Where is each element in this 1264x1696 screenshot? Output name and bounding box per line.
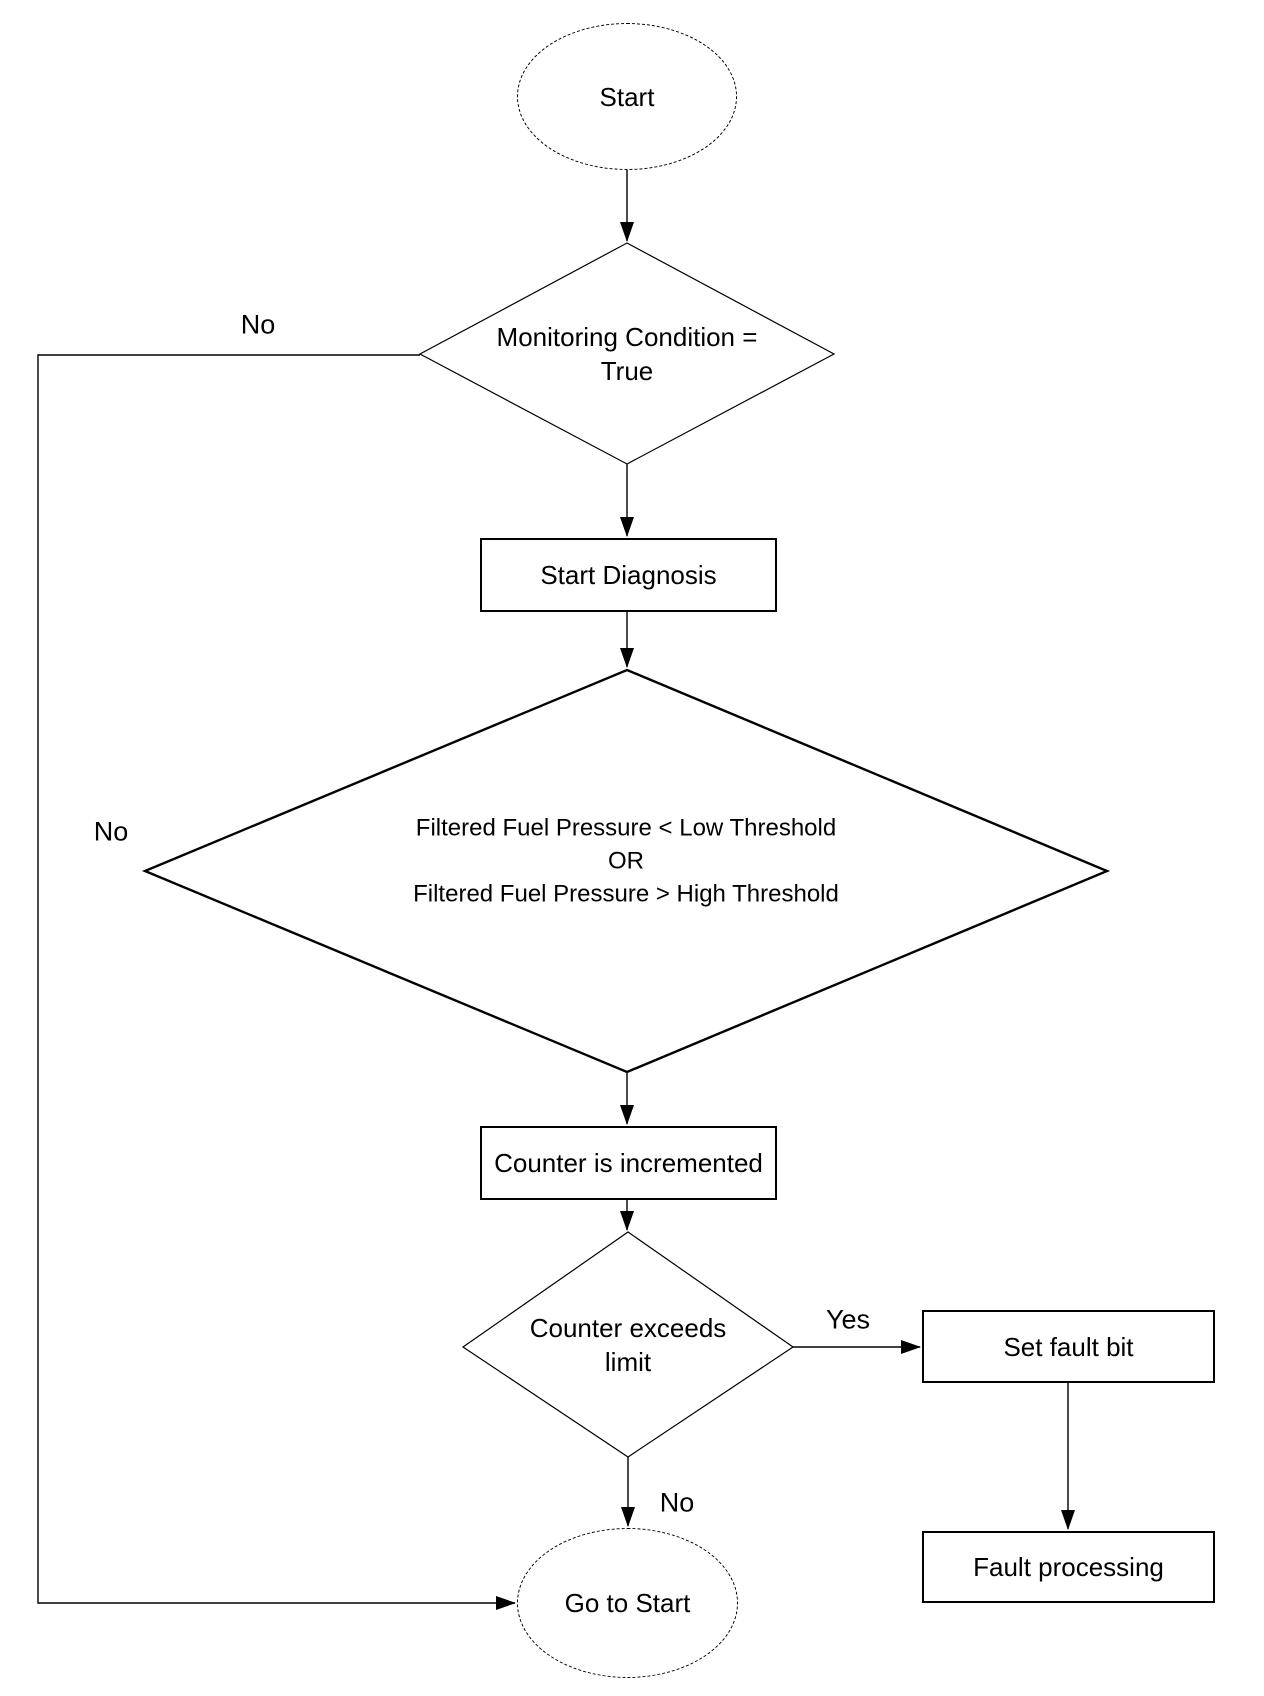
- decision-monitoring-condition: [418, 242, 836, 465]
- node-go-to-start: Go to Start: [517, 1528, 738, 1678]
- edge-label-monitoring-no: No: [240, 309, 276, 340]
- decision-counter-exceeds: [461, 1231, 795, 1458]
- node-start-diagnosis-label: Start Diagnosis: [540, 560, 717, 590]
- node-fault-processing: Fault processing: [922, 1531, 1215, 1603]
- edge-label-pressure-no: No: [93, 816, 129, 847]
- edge-label-counter-yes: Yes: [825, 1304, 871, 1335]
- node-counter-incremented-label: Counter is incremented: [494, 1148, 763, 1178]
- edge-label-counter-no: No: [659, 1487, 695, 1518]
- node-set-fault-bit-label: Set fault bit: [1003, 1331, 1134, 1362]
- node-start-label: Start: [599, 81, 655, 112]
- node-go-to-start-label: Go to Start: [564, 1588, 691, 1618]
- edge-no-loop-to-go-to-start: [37, 354, 516, 1610]
- node-counter-incremented: Counter is incremented: [480, 1126, 777, 1200]
- node-fault-processing-label: Fault processing: [973, 1552, 1164, 1582]
- node-pressure-check-label: Filtered Fuel Pressure < Low Threshold O…: [413, 814, 839, 908]
- node-start: Start: [517, 23, 737, 170]
- node-monitoring-label: Monitoring Condition = True: [496, 322, 758, 386]
- node-counter-exceeds-label: Counter exceeds limit: [529, 1313, 727, 1377]
- decision-pressure-check: [141, 668, 1111, 1074]
- node-set-fault-bit: Set fault bit: [922, 1310, 1215, 1383]
- node-start-diagnosis: Start Diagnosis: [480, 538, 777, 612]
